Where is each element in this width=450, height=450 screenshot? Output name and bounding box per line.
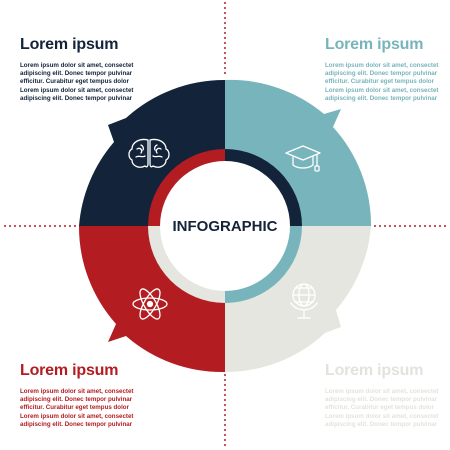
block-body: Lorem ipsum dolor sit amet, consectet ad…	[325, 388, 439, 428]
text-block-bottom-left: Lorem ipsum Lorem ipsum dolor sit amet, …	[20, 362, 140, 429]
globe-icon	[290, 283, 318, 319]
block-body: Lorem ipsum dolor sit amet, consectet ad…	[20, 62, 134, 102]
atom-icon	[132, 288, 168, 320]
text-block-bottom-right: Lorem ipsum Lorem ipsum dolor sit amet, …	[325, 362, 445, 429]
block-title: Lorem ipsum	[325, 362, 424, 379]
brain-icon	[128, 138, 170, 168]
block-body: Lorem ipsum dolor sit amet, consectet ad…	[20, 388, 134, 428]
graduation-cap-icon	[285, 145, 321, 172]
block-title: Lorem ipsum	[325, 36, 424, 53]
text-block-top-left: Lorem ipsum Lorem ipsum dolor sit amet, …	[20, 36, 140, 103]
block-title: Lorem ipsum	[20, 362, 119, 379]
center-circle	[160, 161, 290, 291]
block-title: Lorem ipsum	[20, 36, 119, 53]
dashed-guides	[4, 2, 446, 448]
center-label: INFOGRAPHIC	[173, 218, 278, 235]
text-block-top-right: Lorem ipsum Lorem ipsum dolor sit amet, …	[325, 36, 445, 103]
block-body: Lorem ipsum dolor sit amet, consectet ad…	[325, 62, 439, 102]
